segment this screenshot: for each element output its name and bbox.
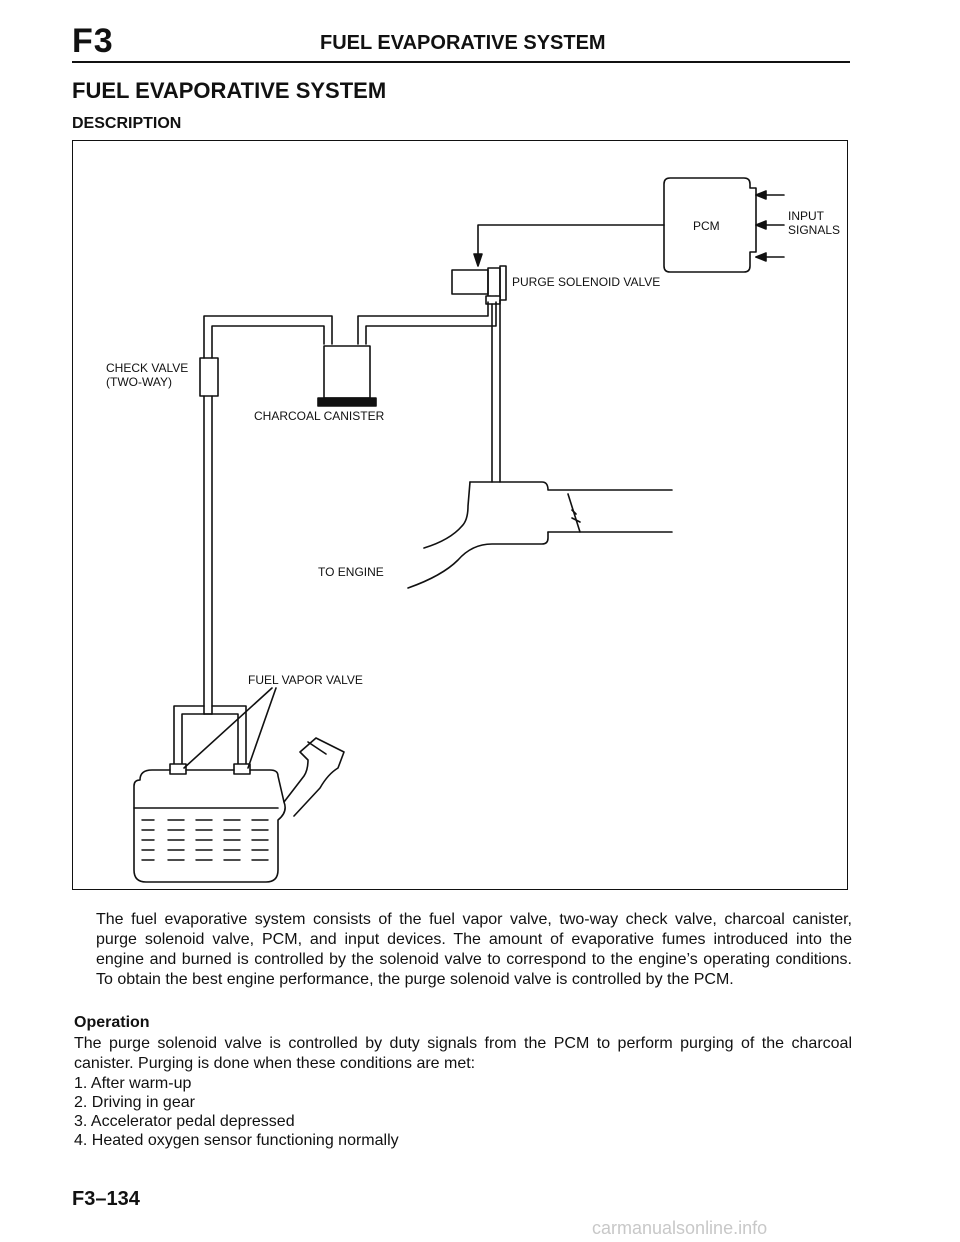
check-valve xyxy=(199,357,219,715)
list-item: 4. Heated oxygen sensor functioning norm… xyxy=(74,1132,399,1149)
running-header: FUEL EVAPORATIVE SYSTEM xyxy=(320,32,606,54)
purge-solenoid-valve xyxy=(451,265,507,305)
fuel-tank xyxy=(133,737,345,883)
purge-solenoid-valve-label: PURGE SOLENOID VALVE xyxy=(512,275,660,289)
header-rule xyxy=(72,61,850,63)
operation-heading: Operation xyxy=(74,1014,150,1031)
description-paragraph: The fuel evaporative system consists of … xyxy=(96,911,852,988)
list-item: 3. Accelerator pedal depressed xyxy=(74,1113,295,1130)
charcoal-canister xyxy=(317,345,377,407)
fuel-level-lines xyxy=(141,819,269,861)
check-valve-label-2: (TWO-WAY) xyxy=(106,375,172,389)
section-code: F3 xyxy=(72,22,114,60)
purge-hose xyxy=(203,301,497,359)
charcoal-canister-label: CHARCOAL CANISTER xyxy=(254,409,385,423)
fuel-vapor-valve-label: FUEL VAPOR VALVE xyxy=(248,673,363,687)
fuel-vapor-valves xyxy=(169,687,277,775)
watermark: carmanualsonline.info xyxy=(592,1218,768,1238)
list-item: 1. After warm-up xyxy=(74,1075,192,1092)
pcm-box xyxy=(663,177,757,273)
input-signal-arrows xyxy=(755,190,785,262)
operation-paragraph: The purge solenoid valve is controlled b… xyxy=(74,1035,852,1072)
page-title: FUEL EVAPORATIVE SYSTEM xyxy=(72,78,387,103)
intake-manifold xyxy=(407,481,673,589)
list-item: 2. Driving in gear xyxy=(74,1094,195,1111)
page-number: F3–134 xyxy=(72,1188,140,1210)
to-engine-label: TO ENGINE xyxy=(318,565,384,579)
check-valve-label-1: CHECK VALVE xyxy=(106,361,188,375)
operation-conditions-list: 1. After warm-up 2. Driving in gear 3. A… xyxy=(74,1074,399,1150)
pcm-signal-line xyxy=(473,224,665,267)
tank-hoses xyxy=(173,705,247,765)
pcm-label: PCM xyxy=(693,219,720,233)
input-signals-label-1: INPUT xyxy=(788,209,825,223)
diagram-frame xyxy=(72,140,848,890)
input-signals-label-2: SIGNALS xyxy=(788,223,840,237)
section-heading: DESCRIPTION xyxy=(72,115,182,132)
intake-hose xyxy=(491,299,501,483)
fuel-evaporative-system-diagram: PCM INPUT SIGNALS PURGE SOLENOID VALVE C… xyxy=(106,177,840,883)
